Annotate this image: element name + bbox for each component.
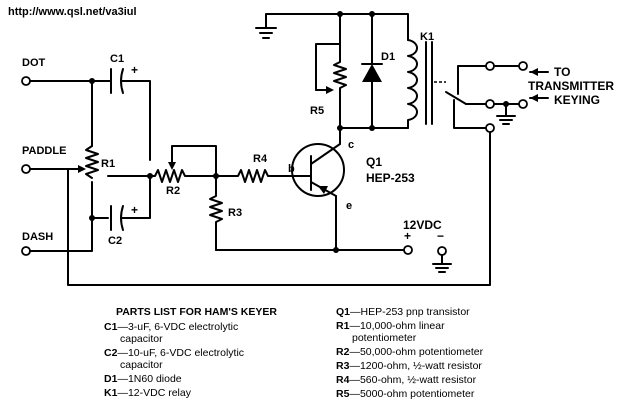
dash-terminal [21,246,31,256]
r2-wiper-wire [171,145,217,177]
top-ground [255,27,277,39]
r5-wiper-arrow [326,86,334,94]
dash-label: DASH [22,231,53,243]
supply-12vdc-label: 12VDC [403,218,442,232]
paddle-common-wire [29,127,491,286]
keying-label: KEYING [554,93,600,107]
r4-label: R4 [253,153,268,165]
r4-resistor [215,169,303,183]
paddle-terminal [21,164,31,174]
positive-12v-terminal [403,245,413,255]
junction-emitter [333,247,339,253]
negative-terminal-ground [432,246,452,273]
q1-collector-label: c [348,139,354,151]
d1-diode [361,13,383,129]
r3-resistor [209,175,223,251]
dash-wire [29,217,93,252]
supply-minus: − [437,229,444,243]
dot-terminal [21,76,31,86]
relay-terminal-bottom [485,123,495,133]
c2-label: C2 [108,235,122,247]
relay-terminal-middle [485,99,495,109]
q1-emitter-label: e [346,200,352,212]
relay-contact-no [457,65,487,91]
relay-terminal-top [485,61,495,71]
r1-wiper-arrow [78,165,86,173]
r2-resistor [149,169,217,183]
r2-wiper-arrow [168,162,176,170]
r2-label: R2 [166,185,180,197]
q1-part-label: HEP-253 [366,171,415,185]
paddle-label: PADDLE [22,145,66,157]
r3-label: R3 [228,207,242,219]
q1-transistor [291,143,345,197]
r5-label: R5 [310,105,324,117]
top-rail [265,13,409,41]
c1-capacitor [110,68,151,161]
to-label: TO [554,65,570,79]
k1-label: K1 [420,31,434,43]
c2-plus: + [131,203,138,217]
c1-plus: + [131,63,138,77]
supply-plus: + [404,229,411,243]
r1-resistor [85,145,99,179]
source-url-watermark: http://www.qsl.net/va3iul [8,6,137,18]
c1-label: C1 [110,53,124,65]
transmitter-terminal-2 [518,99,528,109]
r5-resistor [333,43,347,129]
c2-capacitor [91,175,151,231]
k1-relay-coil [407,39,418,129]
d1-label: D1 [381,51,395,63]
output-ground [496,103,516,125]
r1-label: R1 [101,158,115,170]
transmitter-terminal-1 [518,61,528,71]
q1-label: Q1 [366,155,382,169]
dot-label: DOT [22,57,46,69]
relay-armature [445,91,467,105]
transmitter-label: TRANSMITTER [528,79,614,93]
